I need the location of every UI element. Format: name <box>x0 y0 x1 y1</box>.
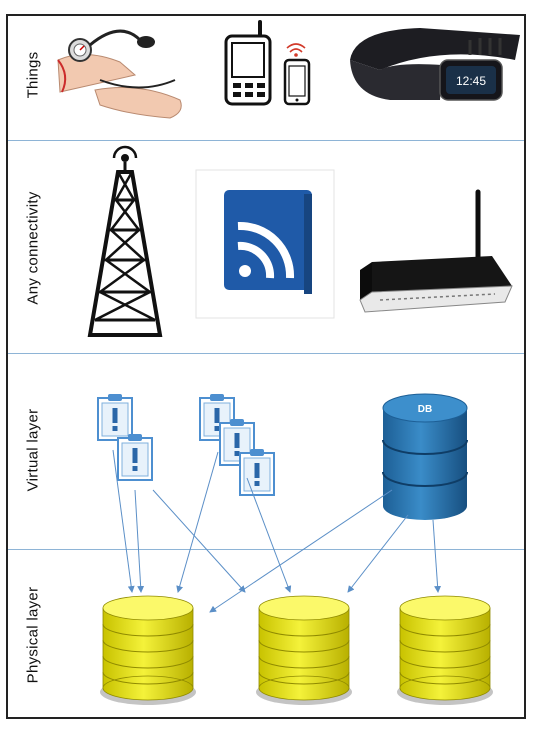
mapping-arrow <box>246 477 292 593</box>
layer-divider-2 <box>8 353 524 354</box>
mapping-arrow <box>432 519 442 593</box>
virtual-object-icon <box>97 393 133 441</box>
mapping-arrow <box>134 489 145 593</box>
mapping-arrow <box>347 514 409 593</box>
mobile-phone-icon <box>224 20 272 106</box>
database-label: DB <box>418 404 432 415</box>
blood-pressure-monitor-icon <box>57 29 182 119</box>
physical-database-icon <box>396 595 494 706</box>
mapping-arrow <box>176 451 219 593</box>
wifi-router-icon <box>359 189 513 313</box>
physical-database-icon <box>99 595 197 706</box>
layer-divider-3 <box>8 549 524 550</box>
fitness-band-icon: 12:45 <box>350 28 520 101</box>
physical-database-icon <box>255 595 353 706</box>
layer-divider-1 <box>8 140 524 141</box>
virtual-object-icon <box>239 448 275 496</box>
mapping-arrow <box>112 449 135 593</box>
mapping-arrow <box>152 489 246 593</box>
cell-tower-icon <box>87 145 163 337</box>
mapping-arrow <box>209 489 393 613</box>
smartphone-icon <box>283 43 311 106</box>
virtual-database-icon: DB <box>382 393 468 520</box>
virtual-object-icon <box>117 433 153 481</box>
wireless-signal-icon <box>195 169 335 319</box>
mapping-arrows <box>112 449 442 613</box>
watch-time: 12:45 <box>456 74 486 88</box>
